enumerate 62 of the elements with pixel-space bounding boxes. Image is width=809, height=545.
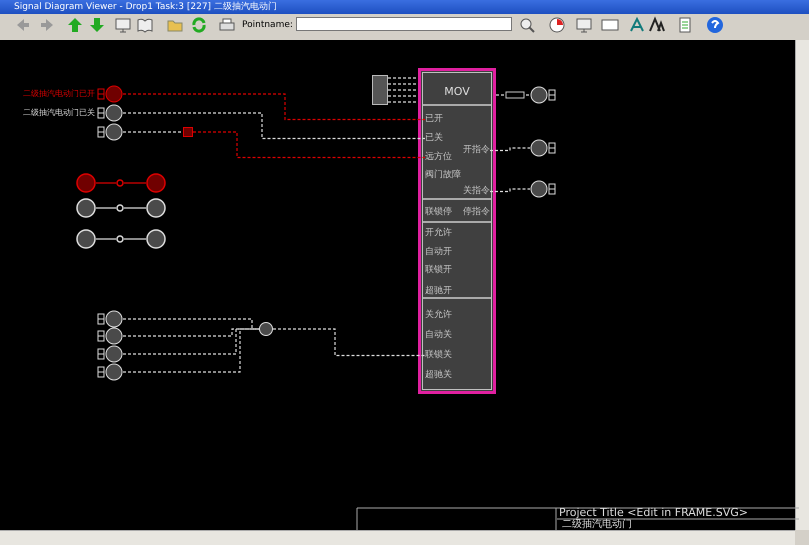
pin-label: 开指令	[463, 145, 490, 156]
state-indicator	[76, 198, 96, 218]
pin-label: 关允许	[425, 310, 452, 321]
window-title: Signal Diagram Viewer - Drop1 Task:3 [227] 二级抽汽电动门	[0, 0, 809, 14]
signal-terminal	[97, 327, 123, 345]
signal-terminal	[97, 85, 123, 103]
signal-terminal	[97, 123, 123, 141]
pin-label: 超驰开	[425, 286, 452, 297]
state-marker	[116, 179, 124, 187]
pin-label: 停指令	[463, 207, 490, 218]
drawing-name: 二级抽汽电动门	[562, 519, 632, 530]
block-title: MOV	[443, 85, 471, 98]
pin-label: 联锁关	[425, 350, 452, 361]
signal-terminal	[530, 180, 556, 198]
signal-label: 二级抽汽电动门已关	[22, 107, 95, 118]
signal-line	[387, 77, 419, 103]
connection-line	[124, 238, 146, 240]
signal-line	[123, 328, 259, 373]
field-label: Pointname:	[242, 19, 293, 32]
state-marker	[116, 204, 124, 212]
state-indicator	[76, 173, 96, 193]
state-indicator	[146, 198, 166, 218]
connection-line	[124, 182, 146, 184]
pin-label: 联锁开	[425, 265, 452, 276]
signal-line	[193, 131, 425, 158]
connection-line	[124, 207, 146, 209]
pin-label: 已开	[425, 114, 443, 125]
module-block	[372, 75, 388, 105]
signal-line	[273, 328, 425, 356]
pin-label: 自动开	[425, 247, 452, 258]
pin-label: 已关	[425, 133, 443, 144]
signal-line	[123, 93, 425, 120]
logic-block	[183, 127, 193, 137]
pin-label: 联锁停	[425, 207, 452, 218]
signal-terminal	[97, 104, 123, 122]
state-indicator	[146, 229, 166, 249]
connection-line	[96, 238, 116, 240]
state-indicator	[76, 229, 96, 249]
signal-terminal	[530, 139, 556, 157]
signal-line	[490, 188, 530, 192]
state-marker	[116, 235, 124, 243]
pin-label: 远方位	[425, 152, 452, 163]
signal-label: 二级抽汽电动门已开	[22, 88, 95, 99]
state-indicator	[146, 173, 166, 193]
signal-line	[123, 112, 425, 140]
signal-terminal	[97, 345, 123, 363]
pin-label: 开允许	[425, 228, 452, 239]
title-text: Project Title <Edit in FRAME.SVG>	[559, 507, 748, 519]
connection-line	[96, 207, 116, 209]
pin-label: 超驰关	[425, 370, 452, 381]
pin-label: 关指令	[463, 186, 490, 197]
signal-terminal	[97, 363, 123, 381]
signal-line	[123, 328, 259, 355]
signal-line	[123, 131, 183, 133]
connection-line	[96, 182, 116, 184]
signal-terminal	[530, 86, 556, 104]
signal-line	[490, 147, 530, 152]
signal-terminal	[97, 310, 123, 328]
pin-label: 自动关	[425, 330, 452, 341]
signal-line	[496, 94, 530, 96]
function-block	[418, 68, 496, 394]
pin-label: 阀门故障	[425, 170, 461, 181]
